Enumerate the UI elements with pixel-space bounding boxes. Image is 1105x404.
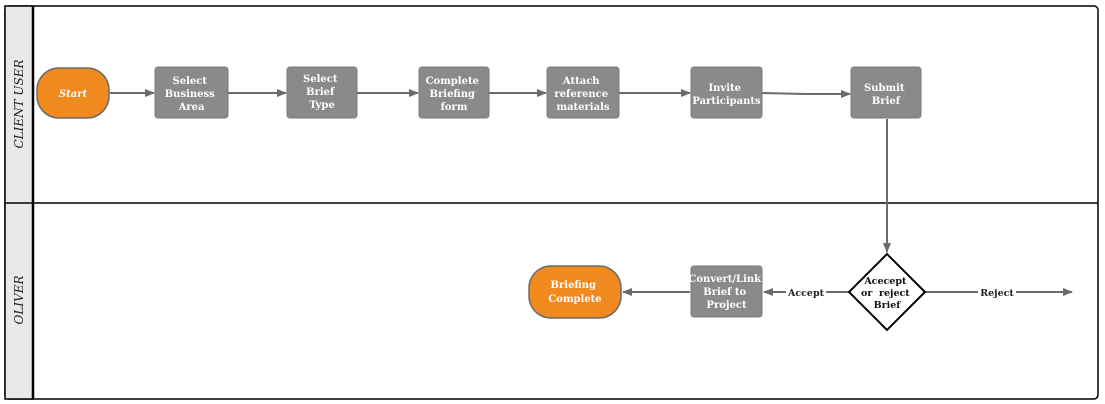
reject-label: Reject [980,288,1014,299]
convert-link-brief-label: Convert/Link Brief to Project [688,274,764,311]
accept-or-reject-label: Acecept or reject Brief [861,276,913,311]
accept-label-bg [786,285,826,299]
briefing-complete-label: Briefing Complete [548,280,601,305]
convert-link-brief-box [690,265,763,318]
invite-participants-label: Invite Participants [692,83,761,107]
start-label: Start [59,89,88,100]
select-brief-type-label: Select Brief Type [303,74,341,111]
start-node [36,67,110,119]
accept-label: Accept [787,288,825,299]
submit-brief-box [850,66,922,119]
complete-briefing-form-label: Complete Briefing form [426,76,483,113]
accept-or-reject-decision [847,252,927,332]
attach-reference-materials-label: Attach reference materials [554,76,611,113]
lane-title-client-user: CLIENT USER [12,59,26,148]
edge-invite-to-submit [761,90,851,98]
lane-title-oliver: OLIVER [12,275,26,324]
select-business-area-box [154,66,229,119]
complete-briefing-form-box [418,66,490,119]
attach-reference-materials-box [546,66,620,119]
reject-label-bg [978,285,1016,299]
briefing-complete-node [528,265,622,319]
select-business-area-label: Select Business Area [165,76,219,113]
select-brief-type-box [286,66,358,119]
invite-participants-box [690,66,763,119]
submit-brief-label: Submit Brief [864,83,908,107]
